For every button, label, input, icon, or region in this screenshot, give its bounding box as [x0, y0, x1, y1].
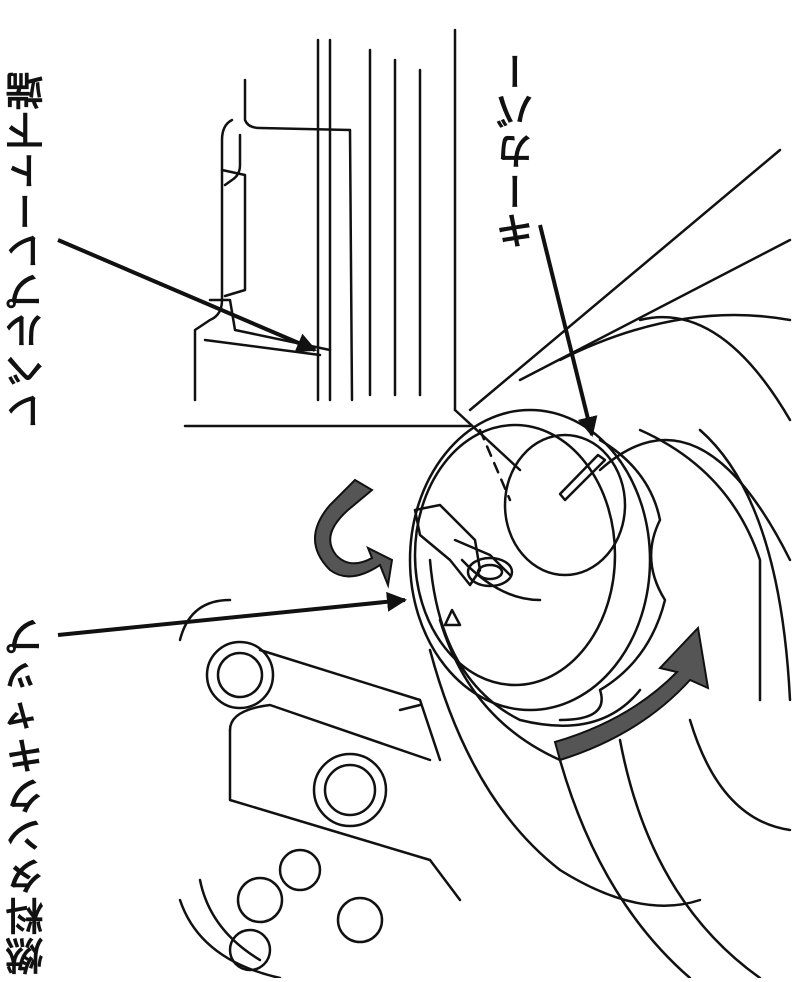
key-cover-label: キーカバー — [496, 50, 540, 250]
key-cover — [503, 433, 627, 577]
level-plate-bottom-label: レベルプレート下端 — [6, 70, 50, 430]
clockwise-arrow-icon — [553, 625, 710, 762]
fuel-cap-callout-arrow — [57, 591, 407, 637]
lower-components — [178, 598, 462, 980]
key-lever — [413, 428, 514, 588]
counterclockwise-arrow-icon — [314, 478, 394, 589]
level-plate-callout-arrow — [57, 238, 317, 353]
tank-housing — [428, 148, 792, 980]
level-plate — [193, 28, 522, 472]
key-cover-callout-arrow — [538, 224, 598, 437]
fuel-tank-cap-label: 燃料タンクキャップ — [6, 615, 50, 975]
triangle-marker-icon — [443, 608, 462, 627]
